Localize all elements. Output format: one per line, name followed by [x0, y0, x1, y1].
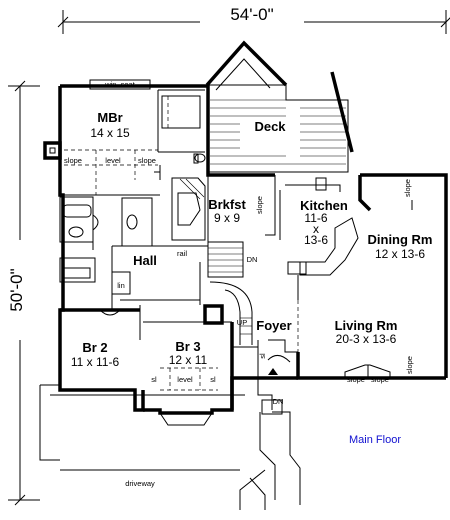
linen-label: lin [117, 281, 125, 290]
deck-label: Deck [254, 119, 286, 134]
br2-label: Br 2 [82, 340, 107, 355]
brkfst-slope: slope [255, 196, 264, 214]
br3-sl-left: sl [151, 375, 157, 384]
stair-dn-label: DN [247, 255, 258, 264]
kitchen-area [265, 175, 372, 300]
br3-level-label: level [177, 375, 193, 384]
living-slope-side: slope [405, 356, 414, 374]
living-slope-right: slope [371, 375, 389, 384]
living-slope-left: slope [347, 375, 365, 384]
stairs [207, 241, 259, 378]
rail-label: rail [177, 249, 187, 258]
entry-and-garage [39, 378, 301, 510]
master-bedroom [63, 79, 206, 196]
br2-size: 11 x 11-6 [71, 355, 120, 369]
stair-up-label: UP [237, 318, 247, 327]
exterior-walls [43, 84, 448, 415]
entry-dn-label: DN [273, 397, 284, 406]
height-dimension: 50'-0" [7, 268, 26, 311]
living-foyer [267, 300, 391, 378]
kitchen-size-x: x [313, 222, 319, 236]
mbr-size: 14 x 15 [90, 126, 130, 140]
hall-label: Hall [133, 253, 157, 268]
kitchen-size-1: 11-6 [304, 211, 327, 225]
kitchen-size-2: 13-6 [304, 233, 328, 247]
dining-label: Dining Rm [368, 232, 433, 247]
bath-area [59, 175, 209, 250]
driveway-label: driveway [125, 479, 155, 488]
win-seat-label: win. seat [104, 80, 136, 89]
mbr-level-label: level [105, 156, 121, 165]
br3-sl-right: sl [210, 375, 216, 384]
living-label: Living Rm [335, 318, 398, 333]
deck [205, 40, 354, 173]
dining-slope: slope [403, 179, 412, 197]
br3-size: 12 x 11 [169, 353, 208, 367]
brkfst-label: Brkfst [208, 197, 246, 212]
width-dimension: 54'-0" [230, 5, 273, 24]
mbr-label: MBr [97, 110, 122, 125]
foyer-label: Foyer [256, 318, 291, 333]
main-floor-caption: Main Floor [349, 434, 401, 446]
mbr-slope-right: slope [138, 156, 156, 165]
brkfst-size: 9 x 9 [214, 211, 240, 225]
dining-size: 12 x 13-6 [375, 247, 425, 261]
br3-label: Br 3 [175, 339, 200, 354]
kitchen-label: Kitchen [300, 198, 348, 213]
living-size: 20-3 x 13-6 [336, 332, 397, 346]
bedroom-2 [60, 305, 141, 340]
hall [59, 246, 201, 310]
foyer-sl-label: sl [258, 353, 267, 359]
mbr-slope-left: slope [64, 156, 82, 165]
